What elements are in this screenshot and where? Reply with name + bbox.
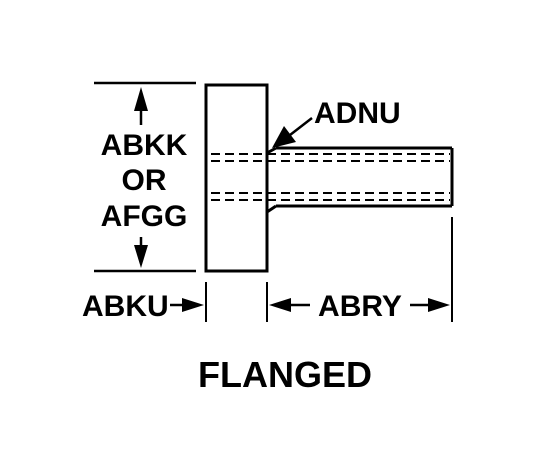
height-arrow-up	[134, 87, 148, 111]
shank-length-arrow-left	[269, 298, 291, 312]
shank-body	[266, 146, 454, 214]
height-arrow-down	[134, 245, 148, 268]
flange-thickness-dimension	[170, 282, 207, 322]
shank-length-arrow-right	[428, 298, 450, 312]
height-label-afgg: AFGG	[101, 200, 188, 233]
height-label-or: OR	[122, 164, 167, 197]
flange-thickness-label: ABKU	[82, 290, 169, 323]
shank-length-label: ABRY	[318, 290, 402, 323]
fillet-leader	[272, 117, 313, 148]
fillet-label: ADNU	[314, 97, 401, 130]
shank-length-dimension	[266, 217, 453, 322]
height-dimension	[94, 81, 196, 273]
height-label-abkk: ABKK	[101, 129, 188, 162]
flange-body	[204, 83, 269, 273]
hidden-bore-lines	[211, 153, 450, 201]
fillet-arrow	[272, 126, 296, 148]
drawing-title: FLANGED	[198, 354, 372, 395]
flange-thickness-arrow	[182, 298, 204, 312]
